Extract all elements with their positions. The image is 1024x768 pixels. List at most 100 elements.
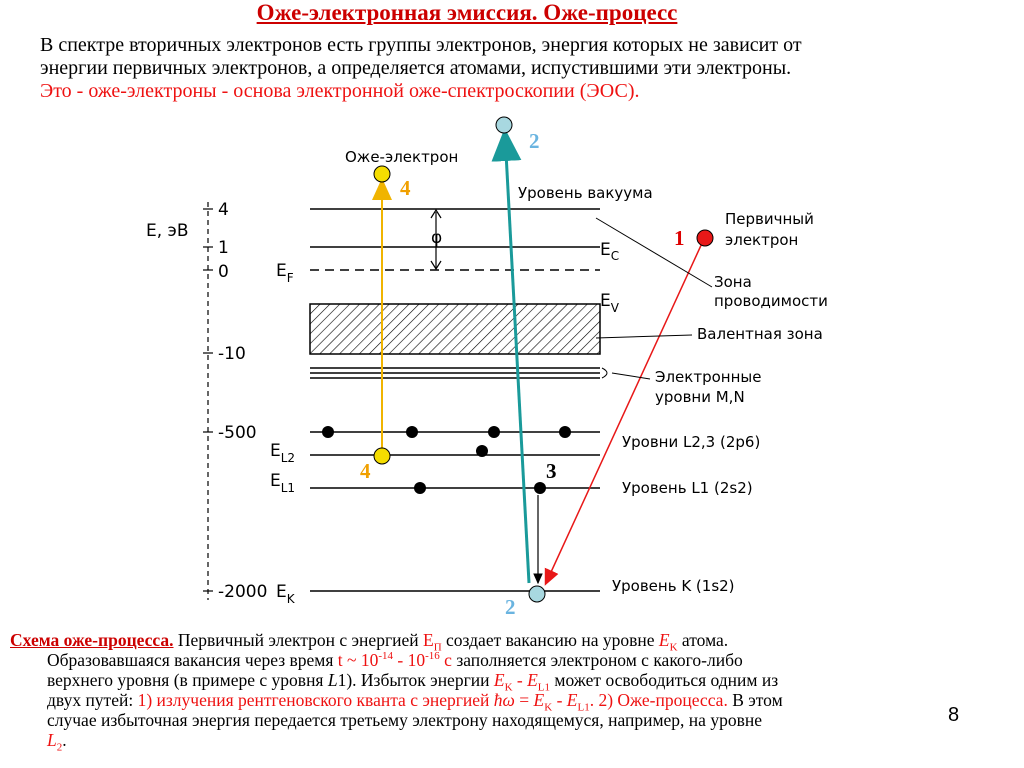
l2-symbol: L [47, 730, 57, 750]
primary-electron-dot [696, 229, 714, 247]
caption-text: может освободиться одним из [550, 670, 779, 690]
ek-subscript: K [669, 641, 678, 654]
caption-text: 1 [337, 670, 347, 690]
intro-line-3: Это - оже-электроны - основа электронной… [40, 80, 640, 102]
caption-text: E [527, 670, 538, 690]
step-number-3: 3 [546, 459, 557, 483]
ev-label-sub: V [611, 301, 620, 315]
ec-label: EC [600, 240, 619, 263]
step-number-2-top: 2 [529, 129, 540, 153]
caption-subscript: 2 [56, 741, 63, 754]
electron-dot [414, 482, 426, 494]
ep-symbol: E [423, 630, 434, 650]
intro-paragraph: В спектре вторичных электронов есть груп… [40, 34, 1020, 103]
step-number-2-bottom: 2 [505, 595, 516, 619]
caption-text: В этом [727, 690, 783, 710]
caption-subscript: L1 [537, 681, 551, 694]
caption-text: - [552, 690, 567, 710]
path-2-bottom-dot [528, 585, 546, 603]
tick-label-4: 4 [218, 200, 229, 220]
valence-band-annotation: Валентная зона [697, 325, 823, 343]
caption-text: случае избыточная энергия передается тре… [47, 710, 762, 730]
ep-subscript: П [433, 641, 442, 654]
path-2-top-dot [495, 116, 513, 134]
electron-dot [322, 426, 334, 438]
tick-label-1: 1 [218, 238, 229, 258]
l1-symbol: L [327, 670, 338, 690]
phi-arrow-down [430, 260, 442, 271]
caption-text: E [533, 690, 545, 710]
caption-text: заполняется электроном с какого-либо [451, 650, 743, 670]
ev-label-main: E [600, 291, 611, 311]
el1-label: EL1 [270, 471, 295, 495]
ef-label-sub: F [287, 271, 294, 285]
slide-title: Оже-электронная эмиссия. Оже-процесс [256, 0, 678, 25]
caption-body: Образовавшаяся вакансия через время t ~ … [10, 650, 1012, 753]
mn-levels-annotation-line-1: Электронные [655, 368, 761, 386]
primary-electron-path [544, 240, 704, 586]
primary-electron-annotation-line-1: Первичный [725, 210, 814, 228]
ek-label: EK [276, 582, 296, 606]
auger-electron-annotation: Оже-электрон [345, 148, 458, 166]
auger-electron-dot [373, 165, 391, 183]
energy-difference: EK - EL1 [493, 670, 550, 693]
caption-text: создает вакансию на уровне [441, 630, 659, 650]
conduction-band-annotation-line-2: проводимости [714, 292, 828, 310]
el2-label-sub: L2 [281, 451, 295, 465]
el1-label-sub: L1 [281, 481, 295, 495]
xray-path [491, 128, 531, 584]
tick-label-minus-2000: -2000 [218, 582, 267, 602]
caption-text: - [512, 670, 528, 690]
caption-text: - 10 [393, 650, 426, 670]
caption-subscript: K [544, 701, 553, 714]
caption-paragraph: Схема оже-процесса. Первичный электрон с… [10, 630, 1012, 753]
energy-axis-label: E, эВ [146, 221, 189, 241]
mn-levels-annotation-line-2: уровни M,N [655, 388, 745, 406]
caption-text: . 2) Оже-процесса. [589, 690, 728, 710]
electron-dot [406, 426, 418, 438]
caption-text: 1) излучения рентгеновского кванта с эне… [137, 690, 494, 710]
caption-text: . [62, 730, 67, 750]
step-number-1: 1 [674, 226, 685, 250]
auger-electron-start-dot [373, 447, 391, 465]
electron-dot [488, 426, 500, 438]
phi-arrow-up [430, 208, 442, 219]
caption-subscript: K [504, 681, 513, 694]
caption-text: атома. [677, 630, 729, 650]
page-number: 8 [948, 704, 960, 726]
ef-label: EF [276, 261, 294, 285]
ek-symbol: E [658, 630, 670, 650]
caption-text: E [566, 690, 578, 710]
k-level-annotation: Уровень K (1s2) [612, 577, 735, 595]
primary-electron-annotation-line-2: электрон [725, 231, 798, 249]
l23-levels-annotation: Уровни L2,3 (2p6) [622, 433, 760, 451]
tick-label-minus-10: -10 [218, 344, 246, 364]
caption-superscript: -14 [378, 650, 394, 663]
caption-text: E [493, 670, 505, 690]
el2-label-main: E [270, 441, 281, 461]
electron-dot [559, 426, 571, 438]
caption-subscript: L1 [577, 701, 590, 714]
tick-label-0: 0 [218, 262, 229, 282]
time-expression: t ~ 10-14 - 10-16 с [338, 650, 452, 670]
mn-brace [601, 367, 608, 379]
ec-label-sub: C [611, 249, 619, 263]
vacuum-level-annotation: Уровень вакуума [518, 184, 653, 202]
ec-label-main: E [600, 240, 611, 260]
electron-dot [534, 482, 546, 494]
mn-leader-line [611, 372, 651, 380]
caption-text: Образовавшаяся вакансия через время [47, 650, 338, 670]
caption-text: ħω [493, 690, 515, 710]
caption-text: = [514, 690, 534, 710]
caption-text: с [439, 650, 452, 670]
caption-text: t ~ 10 [337, 650, 379, 670]
caption-superscript: -16 [425, 650, 440, 663]
caption-title: Схема оже-процесса. [10, 630, 174, 650]
caption-text: двух путей: [47, 690, 138, 710]
el1-label-main: E [270, 471, 281, 491]
auger-process-diagram: E, эВ 4 1 0 -10 -500 -2000 EC EF EV EL2 … [146, 116, 828, 619]
phi-label: φ [431, 228, 442, 248]
step-number-4-top: 4 [400, 176, 411, 200]
intro-line-1: В спектре вторичных электронов есть груп… [40, 34, 802, 56]
caption-text: Первичный электрон с энергией [173, 630, 423, 650]
